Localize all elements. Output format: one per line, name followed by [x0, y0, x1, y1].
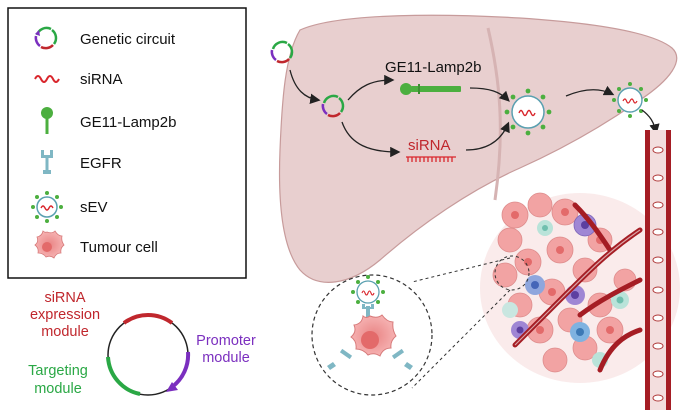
- arrow-circuit-into-liver: [289, 69, 321, 104]
- sirna-liver-label: siRNA: [408, 137, 451, 154]
- sev-icon: [31, 191, 63, 223]
- plasmid-promoter-arc: [170, 351, 191, 389]
- vessel-lumen: [650, 130, 666, 410]
- red-blood-cells: [652, 146, 664, 402]
- ge11-lamp2b-protein-icon: [400, 83, 461, 95]
- arrow-to-ge11: [347, 74, 395, 101]
- inset-egfr-receptors: [339, 304, 405, 360]
- zoom-line-top: [411, 257, 511, 283]
- egfr-icon: [41, 150, 53, 174]
- tumour-cell-icon: [34, 230, 65, 259]
- plasmid-sirna-arc: [122, 313, 174, 325]
- blood-vessel: [645, 130, 671, 410]
- ge11-lamp2b-icon: [41, 107, 53, 134]
- sirna-module-label-line2: expression: [30, 307, 100, 323]
- promoter-module-label-line2: module: [202, 350, 250, 366]
- zoom-source-circle: [494, 255, 530, 291]
- inset-tumour-cell: [350, 314, 397, 357]
- legend-label-ge11-lamp2b: GE11-Lamp2b: [80, 114, 176, 131]
- targeting-module-label-line2: module: [34, 381, 82, 397]
- legend-label-sirna: siRNA: [80, 71, 123, 88]
- arrow-sirna-to-sev: [465, 121, 510, 151]
- sirna-duplex-icon: [406, 156, 456, 162]
- zoom-line-bottom: [411, 289, 511, 389]
- immune-cells: [502, 213, 629, 368]
- promoter-arrowhead: [166, 382, 178, 392]
- legend-label-egfr: EGFR: [80, 155, 122, 172]
- genetic-circuit-icon: [34, 26, 58, 50]
- sev-liver: [504, 88, 552, 136]
- legend-label-genetic-circuit: Genetic circuit: [80, 31, 176, 48]
- inset-sev: [351, 275, 385, 304]
- sev-exiting: [612, 82, 648, 118]
- promoter-module-label-line1: Promoter: [196, 333, 256, 349]
- sirna-module-label-line1: siRNA: [44, 290, 85, 306]
- ge11-lamp2b-label: GE11-Lamp2b: [385, 59, 481, 76]
- tumour-mass: [480, 192, 680, 383]
- targeting-module-label-line1: Targeting: [28, 363, 88, 379]
- arrow-sev-exit: [565, 85, 615, 97]
- legend: Genetic circuit siRNA GE11-Lamp2b EGFR: [7, 7, 247, 279]
- arrow-into-vessel: [641, 109, 660, 135]
- sirna-icon: [34, 75, 60, 83]
- plasmid-diagram: siRNA expression module Promoter module …: [28, 290, 256, 397]
- liver-circuit-icon: [321, 94, 345, 118]
- legend-label-sev: sEV: [80, 199, 108, 216]
- arrow-ge11-to-sev: [469, 87, 510, 102]
- plasmid-targeting-arc: [106, 356, 141, 396]
- legend-label-tumour-cell: Tumour cell: [80, 239, 158, 256]
- zoom-inset: [311, 255, 530, 396]
- liver-lobe-line: [486, 27, 502, 201]
- sirna-module-label-line3: module: [41, 324, 89, 340]
- incoming-circuit-icon: [270, 40, 294, 64]
- arrow-to-sirna: [341, 121, 401, 158]
